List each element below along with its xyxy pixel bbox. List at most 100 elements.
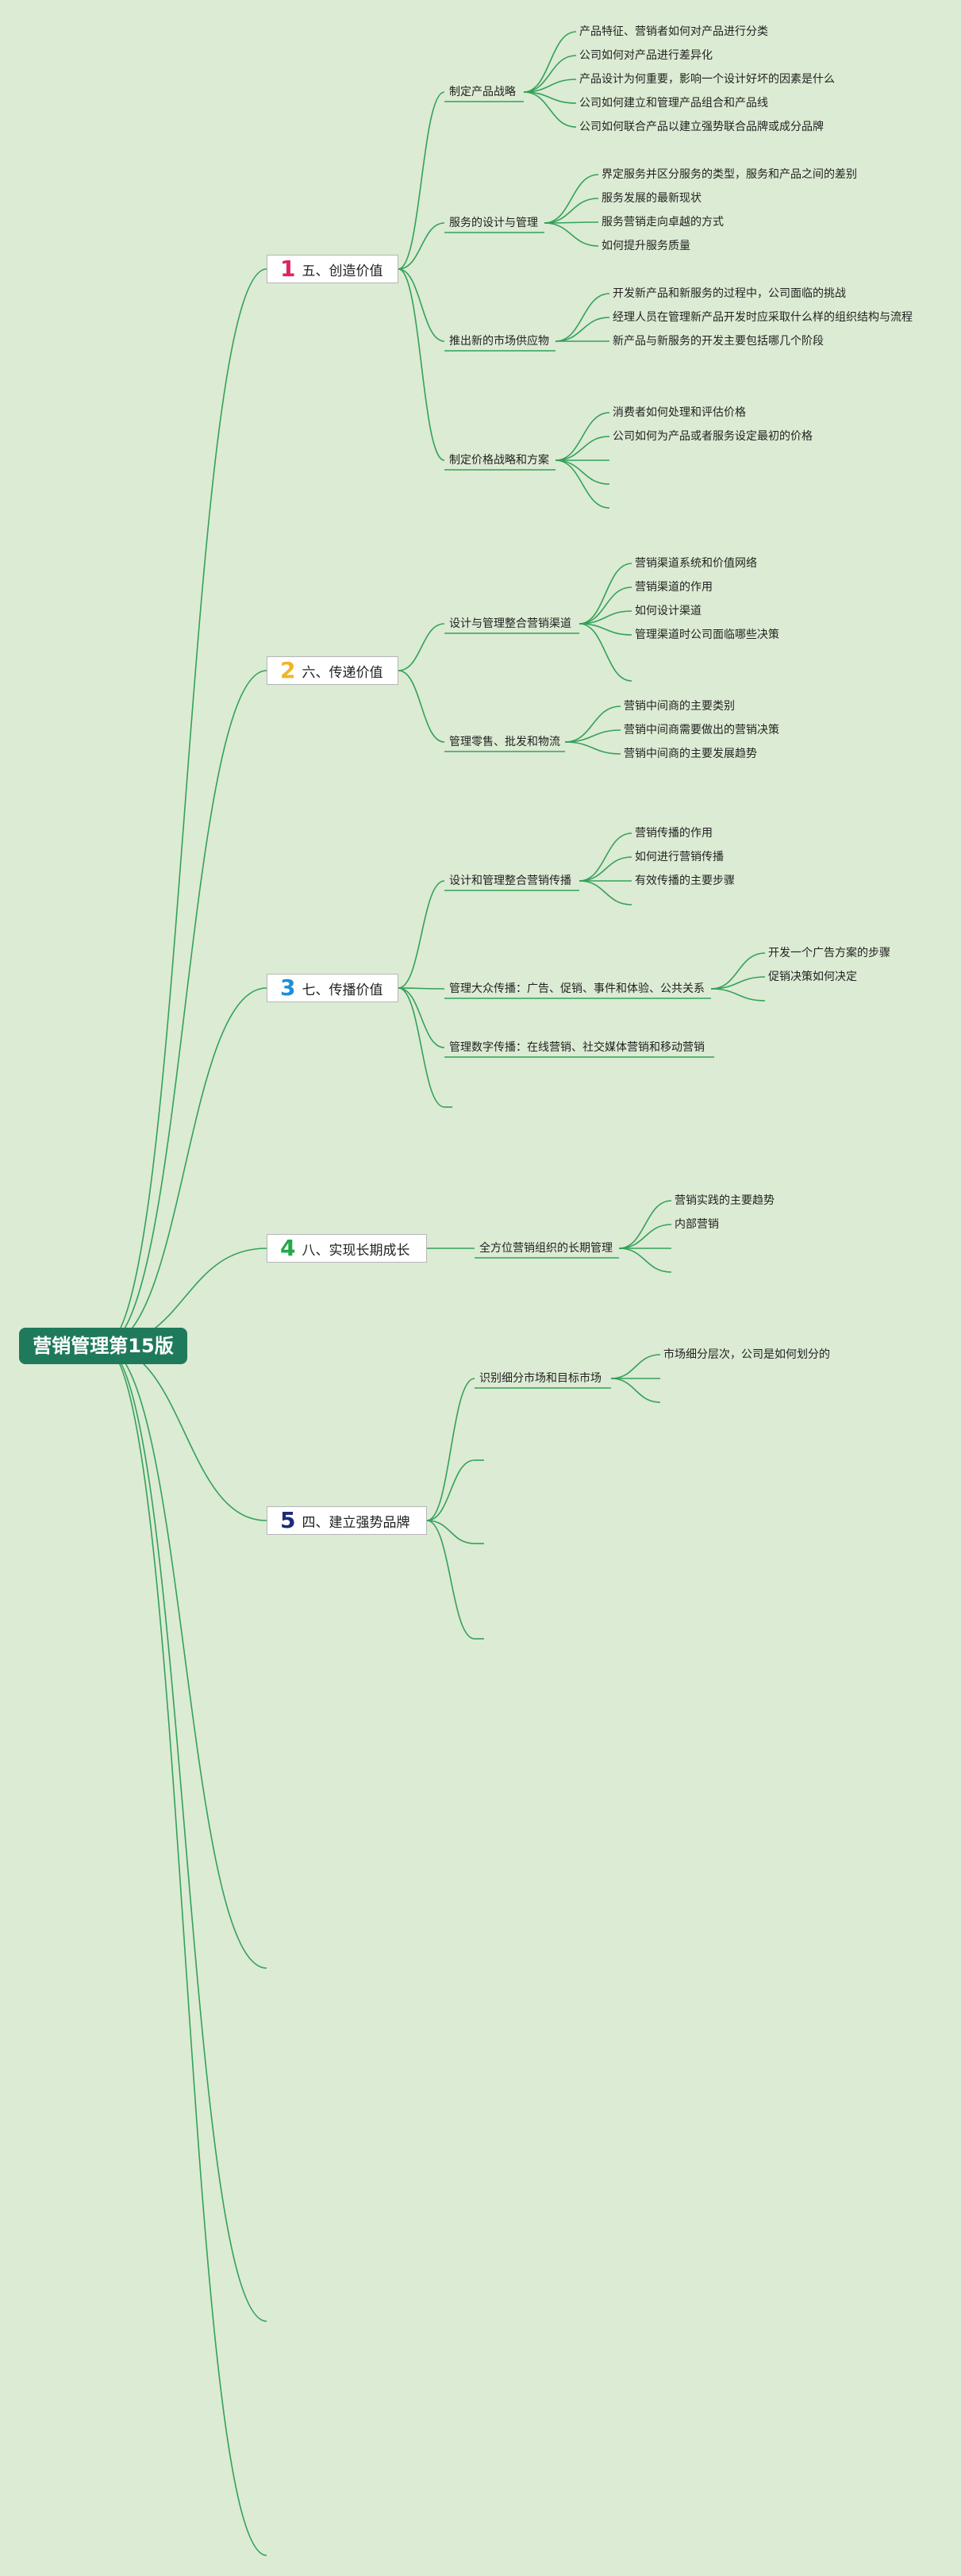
- branch-label: 五、创造价值: [302, 263, 383, 279]
- leaf-node[interactable]: 公司如何联合产品以建立强势联合品牌或成分品牌: [579, 121, 824, 133]
- leaf-node[interactable]: 开发一个广告方案的步骤: [768, 947, 890, 959]
- branch-connector: [398, 222, 445, 270]
- branch-connector: [398, 987, 445, 1048]
- leaf-node[interactable]: 消费者如何处理和评估价格: [613, 406, 746, 419]
- connector-line: [544, 198, 599, 224]
- branch-number: 1: [280, 256, 296, 282]
- connector-line: [579, 623, 632, 636]
- connector-line: [523, 55, 577, 93]
- leaf-node[interactable]: 营销中间商的主要类别: [624, 700, 735, 713]
- leaf-node[interactable]: 市场细分层次，公司是如何划分的: [663, 1348, 830, 1361]
- leaf-node[interactable]: 服务发展的最新现状: [602, 192, 702, 205]
- leaf-node[interactable]: 管理渠道时公司面临哪些决策: [635, 629, 779, 641]
- connector-line: [618, 1248, 672, 1273]
- root-connector: [102, 1345, 267, 1521]
- root-topic[interactable]: 营销管理第15版: [19, 1328, 187, 1364]
- leaf-node[interactable]: 如何设计渠道: [635, 605, 702, 617]
- branch-connector: [398, 268, 445, 461]
- branch-label: 六、传递价值: [302, 664, 383, 681]
- branch-label: 四、建立强势品牌: [302, 1514, 410, 1531]
- leaf-node[interactable]: 开发新产品和新服务的过程中，公司面临的挑战: [613, 287, 846, 300]
- leaf-node[interactable]: 产品设计为何重要，影响一个设计好坏的因素是什么: [579, 73, 835, 86]
- connector-line: [610, 1354, 661, 1379]
- topic-pricing-strategy[interactable]: 制定价格战略和方案: [449, 454, 549, 467]
- leaf-node[interactable]: 促销决策如何决定: [768, 971, 857, 983]
- root-connector: [102, 1345, 267, 2322]
- branch-deliver-value[interactable]: 2 六、传递价值: [267, 656, 398, 685]
- topic-product-strategy[interactable]: 制定产品战略: [449, 86, 516, 98]
- topic-mass-communication[interactable]: 管理大众传播：广告、促销、事件和体验、公共关系: [449, 982, 705, 995]
- leaf-node[interactable]: 有效传播的主要步骤: [635, 875, 735, 887]
- branch-connector: [398, 880, 445, 989]
- topic-segmentation-targeting[interactable]: 识别细分市场和目标市场: [479, 1372, 602, 1385]
- branch-connector: [426, 1520, 475, 1640]
- leaf-node[interactable]: 营销实践的主要趋势: [675, 1194, 775, 1207]
- branch-connector: [398, 623, 445, 671]
- connector-line: [564, 729, 621, 743]
- leaf-node[interactable]: 营销中间商需要做出的营销决策: [624, 724, 779, 736]
- leaf-node[interactable]: 公司如何建立和管理产品组合和产品线: [579, 97, 768, 110]
- topic-digital-communication[interactable]: 管理数字传播：在线营销、社交媒体营销和移动营销: [449, 1041, 705, 1054]
- root-connector: [102, 1345, 267, 2556]
- leaf-node[interactable]: 公司如何对产品进行差异化: [579, 49, 713, 62]
- branch-connector: [398, 987, 445, 990]
- branch-connector: [426, 1459, 475, 1521]
- connector-line: [710, 952, 766, 990]
- connector-line: [579, 623, 632, 682]
- connector-line: [555, 436, 610, 461]
- topic-retail-logistics[interactable]: 管理零售、批发和物流: [449, 736, 560, 748]
- connector-line: [523, 31, 577, 93]
- leaf-node[interactable]: 经理人员在管理新产品开发时应采取什么样的组织结构与流程: [613, 311, 913, 324]
- branch-communicate-value[interactable]: 3 七、传播价值: [267, 974, 398, 1002]
- root-connector: [102, 268, 267, 1347]
- leaf-node[interactable]: 公司如何为产品或者服务设定最初的价格: [613, 430, 813, 443]
- branch-number: 3: [280, 975, 296, 1001]
- leaf-node[interactable]: 营销中间商的主要发展趋势: [624, 748, 757, 760]
- leaf-node[interactable]: 营销传播的作用: [635, 827, 713, 840]
- root-connector: [102, 987, 267, 1347]
- topic-holistic-marketing-org[interactable]: 全方位营销组织的长期管理: [479, 1242, 613, 1255]
- connector-line: [544, 222, 599, 247]
- leaf-node[interactable]: 产品特征、营销者如何对产品进行分类: [579, 25, 768, 38]
- connector-line: [579, 610, 632, 625]
- connector-line: [555, 459, 610, 485]
- connector-line: [579, 832, 632, 882]
- leaf-node[interactable]: 营销渠道的作用: [635, 581, 713, 594]
- topic-integrated-communication[interactable]: 设计和管理整合营销传播: [449, 875, 571, 887]
- connector-line: [618, 1224, 672, 1249]
- branch-number: 4: [280, 1235, 296, 1261]
- connector-line: [610, 1378, 661, 1403]
- branch-connector: [398, 91, 445, 270]
- branch-connector: [398, 268, 445, 342]
- connector-line: [579, 563, 632, 625]
- branch-long-term-growth[interactable]: 4 八、实现长期成长: [267, 1234, 427, 1263]
- leaf-node[interactable]: 界定服务并区分服务的类型，服务和产品之间的差别: [602, 168, 857, 181]
- leaf-node[interactable]: 如何提升服务质量: [602, 240, 690, 252]
- connector-line: [555, 459, 610, 509]
- branch-create-value[interactable]: 1 五、创造价值: [267, 255, 398, 283]
- branch-connector: [398, 987, 445, 1108]
- leaf-node[interactable]: 新产品与新服务的开发主要包括哪几个阶段: [613, 335, 824, 348]
- leaf-node[interactable]: 内部营销: [675, 1218, 719, 1231]
- connector-line: [523, 91, 577, 128]
- connector-line: [564, 706, 621, 743]
- branch-build-brands[interactable]: 5 四、建立强势品牌: [267, 1506, 427, 1535]
- branch-label: 七、传播价值: [302, 982, 383, 998]
- connector-line: [579, 880, 632, 905]
- connector-line: [710, 988, 766, 1002]
- leaf-node[interactable]: 服务营销走向卓越的方式: [602, 216, 724, 229]
- connector-line: [710, 976, 766, 990]
- connector-line: [579, 856, 632, 882]
- branch-connector: [426, 1520, 475, 1544]
- connector-line: [544, 174, 599, 224]
- topic-service-design[interactable]: 服务的设计与管理: [449, 217, 538, 229]
- connector-line: [523, 79, 577, 93]
- topic-marketing-channels[interactable]: 设计与管理整合营销渠道: [449, 617, 571, 630]
- leaf-node[interactable]: 营销渠道系统和价值网络: [635, 557, 757, 570]
- leaf-node[interactable]: 如何进行营销传播: [635, 851, 724, 863]
- connector-line: [579, 586, 632, 625]
- connector-line: [555, 317, 610, 342]
- branch-number: 2: [280, 657, 296, 683]
- topic-new-offerings[interactable]: 推出新的市场供应物: [449, 335, 549, 348]
